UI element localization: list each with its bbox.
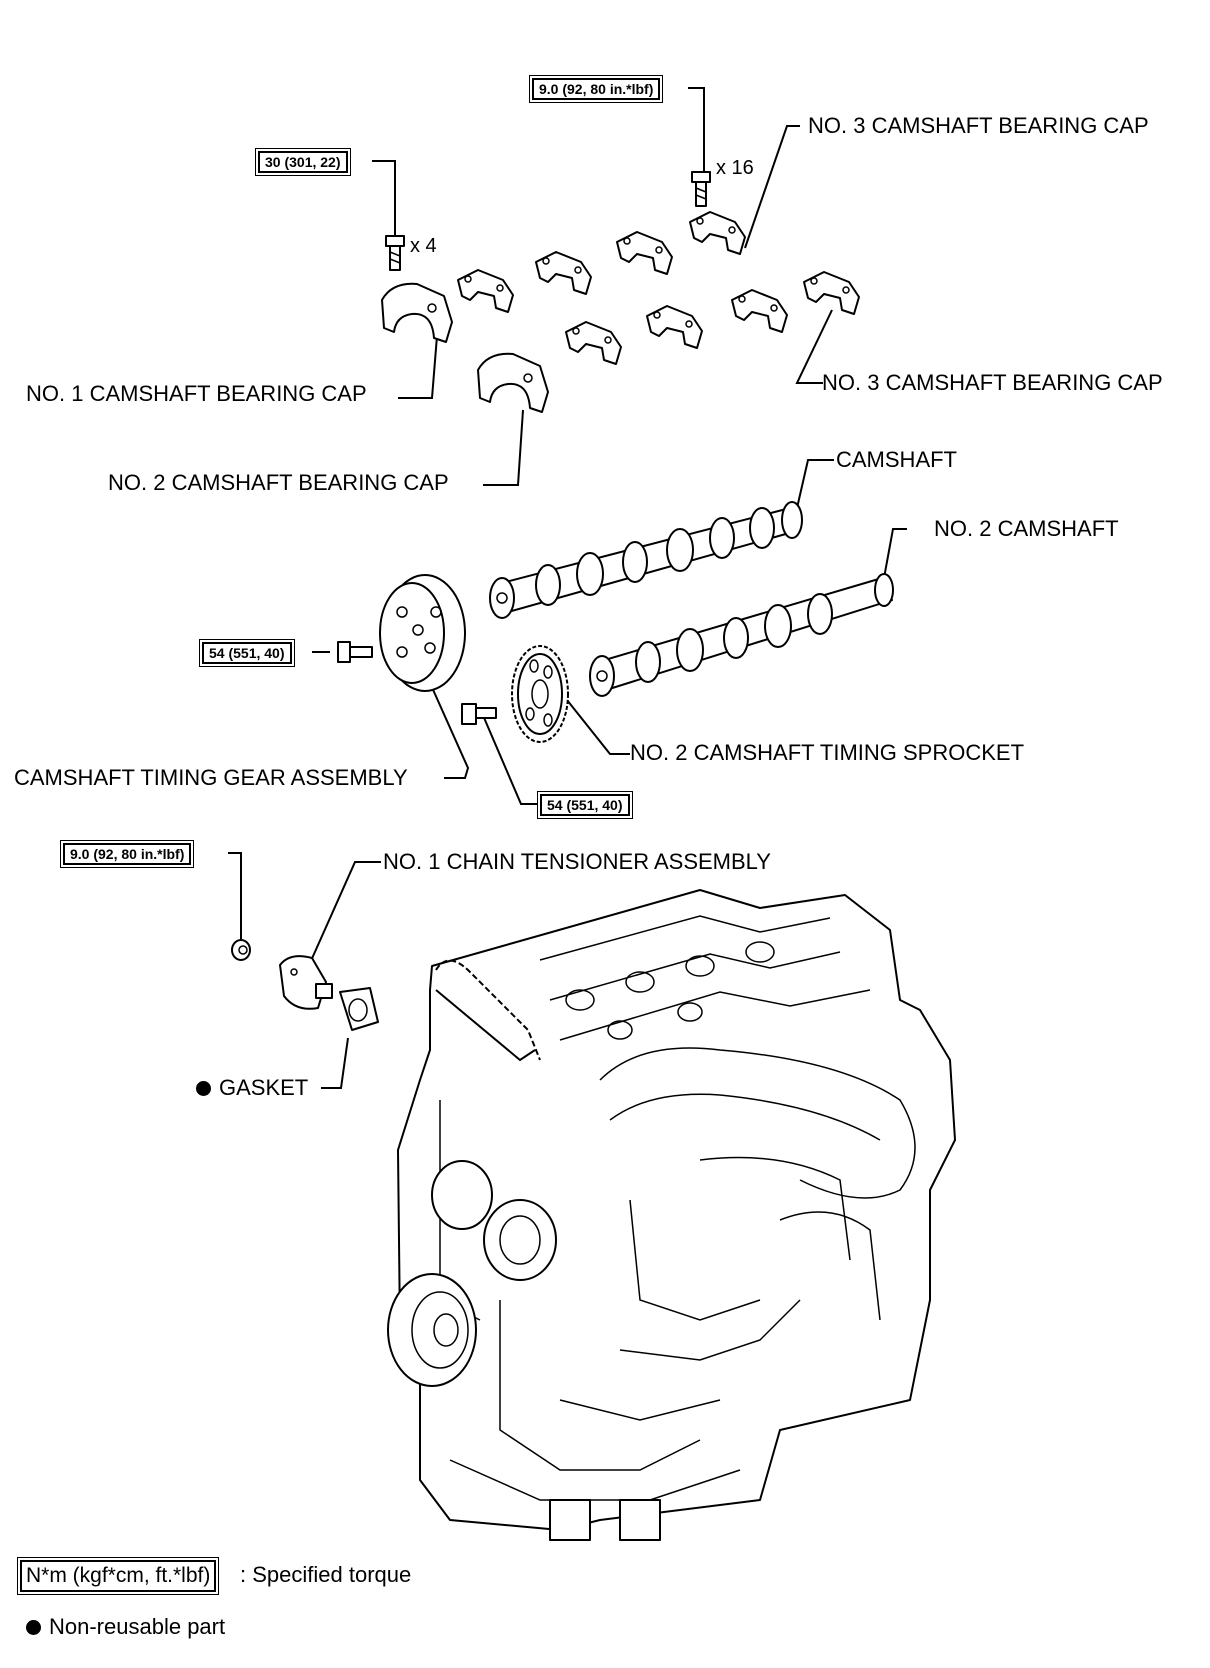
sprocket-bolt [461,703,497,725]
legend-torque-unit: N*m (kgf*cm, ft.*lbf) [16,1557,220,1595]
legend-nonreusable-text: Non-reusable part [49,1614,226,1639]
tensioner-nut [231,939,251,961]
label-no3-cap-top: NO. 3 CAMSHAFT BEARING CAP [808,113,1149,138]
label-no2-sprocket: NO. 2 CAMSHAFT TIMING SPROCKET [630,740,1025,765]
legend-torque-text: : Specified torque [240,1562,412,1587]
torque-cap3-bolt: 9.0 (92, 80 in.*lbf) [528,75,664,103]
label-no2-cap: NO. 2 CAMSHAFT BEARING CAP [108,470,449,495]
timing-gear-assembly [379,574,466,692]
qty-cap3-bolts: x 16 [716,157,754,179]
chain-tensioner [279,955,333,1010]
bolt-cap3 [691,171,711,207]
no2-timing-sprocket [511,645,569,743]
gasket-part [339,987,379,1031]
qty-cap1-bolts: x 4 [410,235,437,257]
label-no1-cap: NO. 1 CAMSHAFT BEARING CAP [26,381,367,406]
label-no2-camshaft: NO. 2 CAMSHAFT [934,516,1119,541]
torque-gear-bolt: 54 (551, 40) [199,639,295,667]
label-chain-tensioner: NO. 1 CHAIN TENSIONER ASSEMBLY [383,849,771,874]
label-no3-cap-right: NO. 3 CAMSHAFT BEARING CAP [822,370,1163,395]
leader-lines [228,87,907,1089]
torque-tensioner-nut: 9.0 (92, 80 in.*lbf) [59,840,195,868]
bearing-caps [381,211,860,413]
torque-cap1-bolt: 30 (301, 22) [255,148,351,176]
legend-nonreusable: Non-reusable part [26,1614,225,1640]
gear-bolt [337,641,373,663]
label-gasket-text: GASKET [219,1075,309,1100]
label-timing-gear: CAMSHAFT TIMING GEAR ASSEMBLY [14,765,408,790]
label-camshaft: CAMSHAFT [836,447,957,472]
torque-sprocket-bolt: 54 (551, 40) [537,791,633,819]
legend-dot-icon [26,1620,41,1635]
no2-camshaft [589,573,894,697]
bolt-cap1 [385,235,405,271]
label-gasket: GASKET [196,1075,308,1101]
camshaft [489,501,803,619]
nonreusable-dot-icon [196,1081,211,1096]
engine-block [387,889,956,1541]
